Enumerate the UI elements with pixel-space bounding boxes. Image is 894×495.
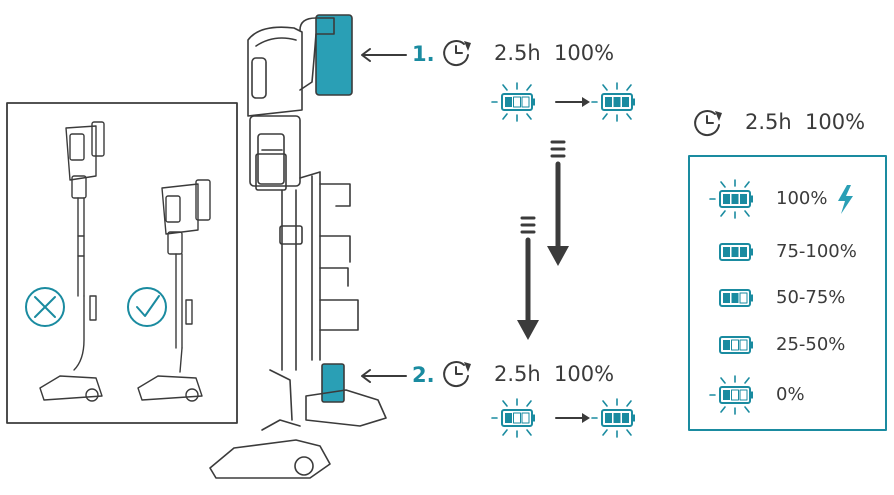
battery-icon xyxy=(719,336,754,354)
step2-battery-sequence xyxy=(491,398,636,438)
arrow-right-icon xyxy=(555,413,590,423)
step-1-duration: 2.5h xyxy=(494,41,541,65)
arrow-down-icon xyxy=(547,140,569,266)
check-circle-icon xyxy=(127,287,167,327)
clock-timer-icon xyxy=(694,110,723,137)
battery-level-legend xyxy=(688,155,887,431)
battery-icon xyxy=(719,289,754,307)
vacuum-on-dock-illustration xyxy=(209,14,387,479)
step-2-duration: 2.5h xyxy=(494,362,541,386)
bottom-charging-contact xyxy=(321,363,345,403)
step1-battery-sequence xyxy=(491,82,636,122)
battery-icon xyxy=(719,386,754,404)
arrow-right-icon xyxy=(555,97,590,107)
legend-level-label: 50-75% xyxy=(776,287,846,308)
legend-level-label: 100% xyxy=(776,188,828,209)
legend-percent: 100% xyxy=(805,110,866,134)
battery-icon xyxy=(501,409,536,427)
step-1-percent: 100% xyxy=(554,41,615,65)
vacuum-correct-illustration xyxy=(137,179,211,402)
battery-icon xyxy=(501,93,536,111)
battery-icon xyxy=(719,190,754,208)
step-2-percent: 100% xyxy=(554,362,615,386)
clock-timer-icon xyxy=(443,361,472,388)
battery-icon xyxy=(601,93,636,111)
legend-duration: 2.5h xyxy=(745,110,792,134)
top-charging-contact xyxy=(315,14,353,96)
arrow-down-icon xyxy=(517,216,539,340)
legend-row-0 xyxy=(709,375,754,415)
comparison-panel xyxy=(6,102,238,424)
lightning-bolt-icon xyxy=(838,185,853,214)
legend-level-label: 75-100% xyxy=(776,241,857,262)
legend-level-label: 0% xyxy=(776,384,805,405)
legend-row-100 xyxy=(709,179,754,219)
step-1-number: 1. xyxy=(412,42,435,66)
step-2-number: 2. xyxy=(412,363,435,387)
clock-timer-icon xyxy=(443,40,472,67)
battery-icon xyxy=(719,243,754,261)
vacuum-incorrect-illustration xyxy=(39,121,105,402)
arrow-left-icon xyxy=(361,48,407,383)
cross-circle-icon xyxy=(25,287,65,327)
battery-icon xyxy=(601,409,636,427)
legend-level-label: 25-50% xyxy=(776,334,846,355)
